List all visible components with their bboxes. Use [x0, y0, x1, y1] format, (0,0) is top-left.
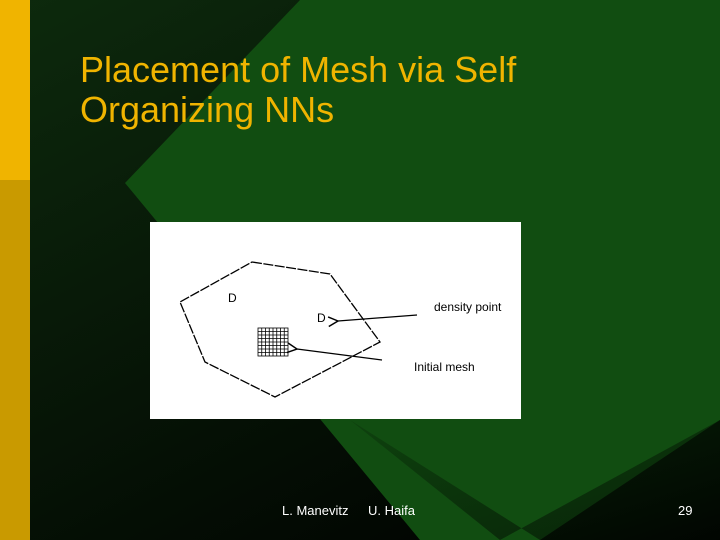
footer-affiliation: U. Haifa: [368, 503, 415, 518]
density-point-arrow: [338, 314, 418, 321]
label-density-point: density point: [434, 300, 502, 314]
accent-bar-bottom: [0, 180, 30, 540]
initial-mesh-grid: [257, 327, 289, 357]
domain-boundary: [179, 261, 381, 398]
title-line-1: Placement of Mesh via Self: [80, 49, 517, 90]
label-initial-mesh: Initial mesh: [414, 360, 475, 374]
footer-author: L. Manevitz: [282, 503, 349, 518]
shadow-panel: [350, 420, 720, 540]
initial-mesh-arrow: [297, 349, 383, 361]
title-line-2: Organizing NNs: [80, 89, 335, 130]
slide-title: Placement of Mesh via Self Organizing NN…: [80, 50, 700, 130]
mesh-diagram: D D density point Initial mesh: [150, 222, 521, 419]
label-d-inner: D: [317, 311, 326, 325]
accent-bar-top: [0, 0, 30, 180]
slide-number: 29: [678, 503, 693, 518]
label-d-outer: D: [228, 291, 237, 305]
